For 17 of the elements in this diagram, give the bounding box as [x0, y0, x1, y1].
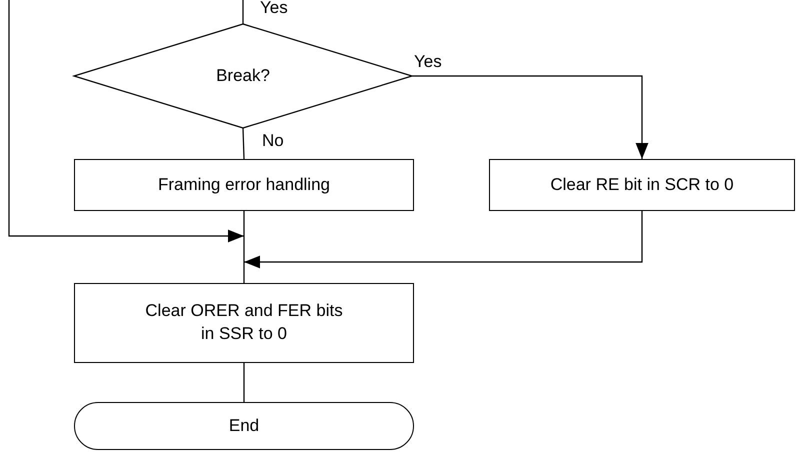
arrow: [412, 75, 648, 159]
process-box: [74, 159, 414, 211]
node-text: Clear RE bit in SCR to 0: [549, 174, 735, 196]
terminator-shape: [74, 402, 414, 450]
node-text: Break?: [215, 64, 271, 87]
decision-diamond: [74, 24, 412, 128]
connector-line: [242, 0, 244, 24]
arrow: [244, 211, 643, 268]
connector-line: [243, 211, 245, 283]
process-box: [74, 283, 414, 363]
connector-line: [242, 128, 245, 160]
node-text: Clear ORER and FER bits in SSR to 0: [144, 300, 344, 345]
node-text: Framing error handling: [157, 174, 331, 196]
connector-line: [243, 363, 245, 402]
node-text: End: [228, 414, 260, 437]
process-box: [489, 159, 795, 211]
arrow: [8, 0, 244, 242]
